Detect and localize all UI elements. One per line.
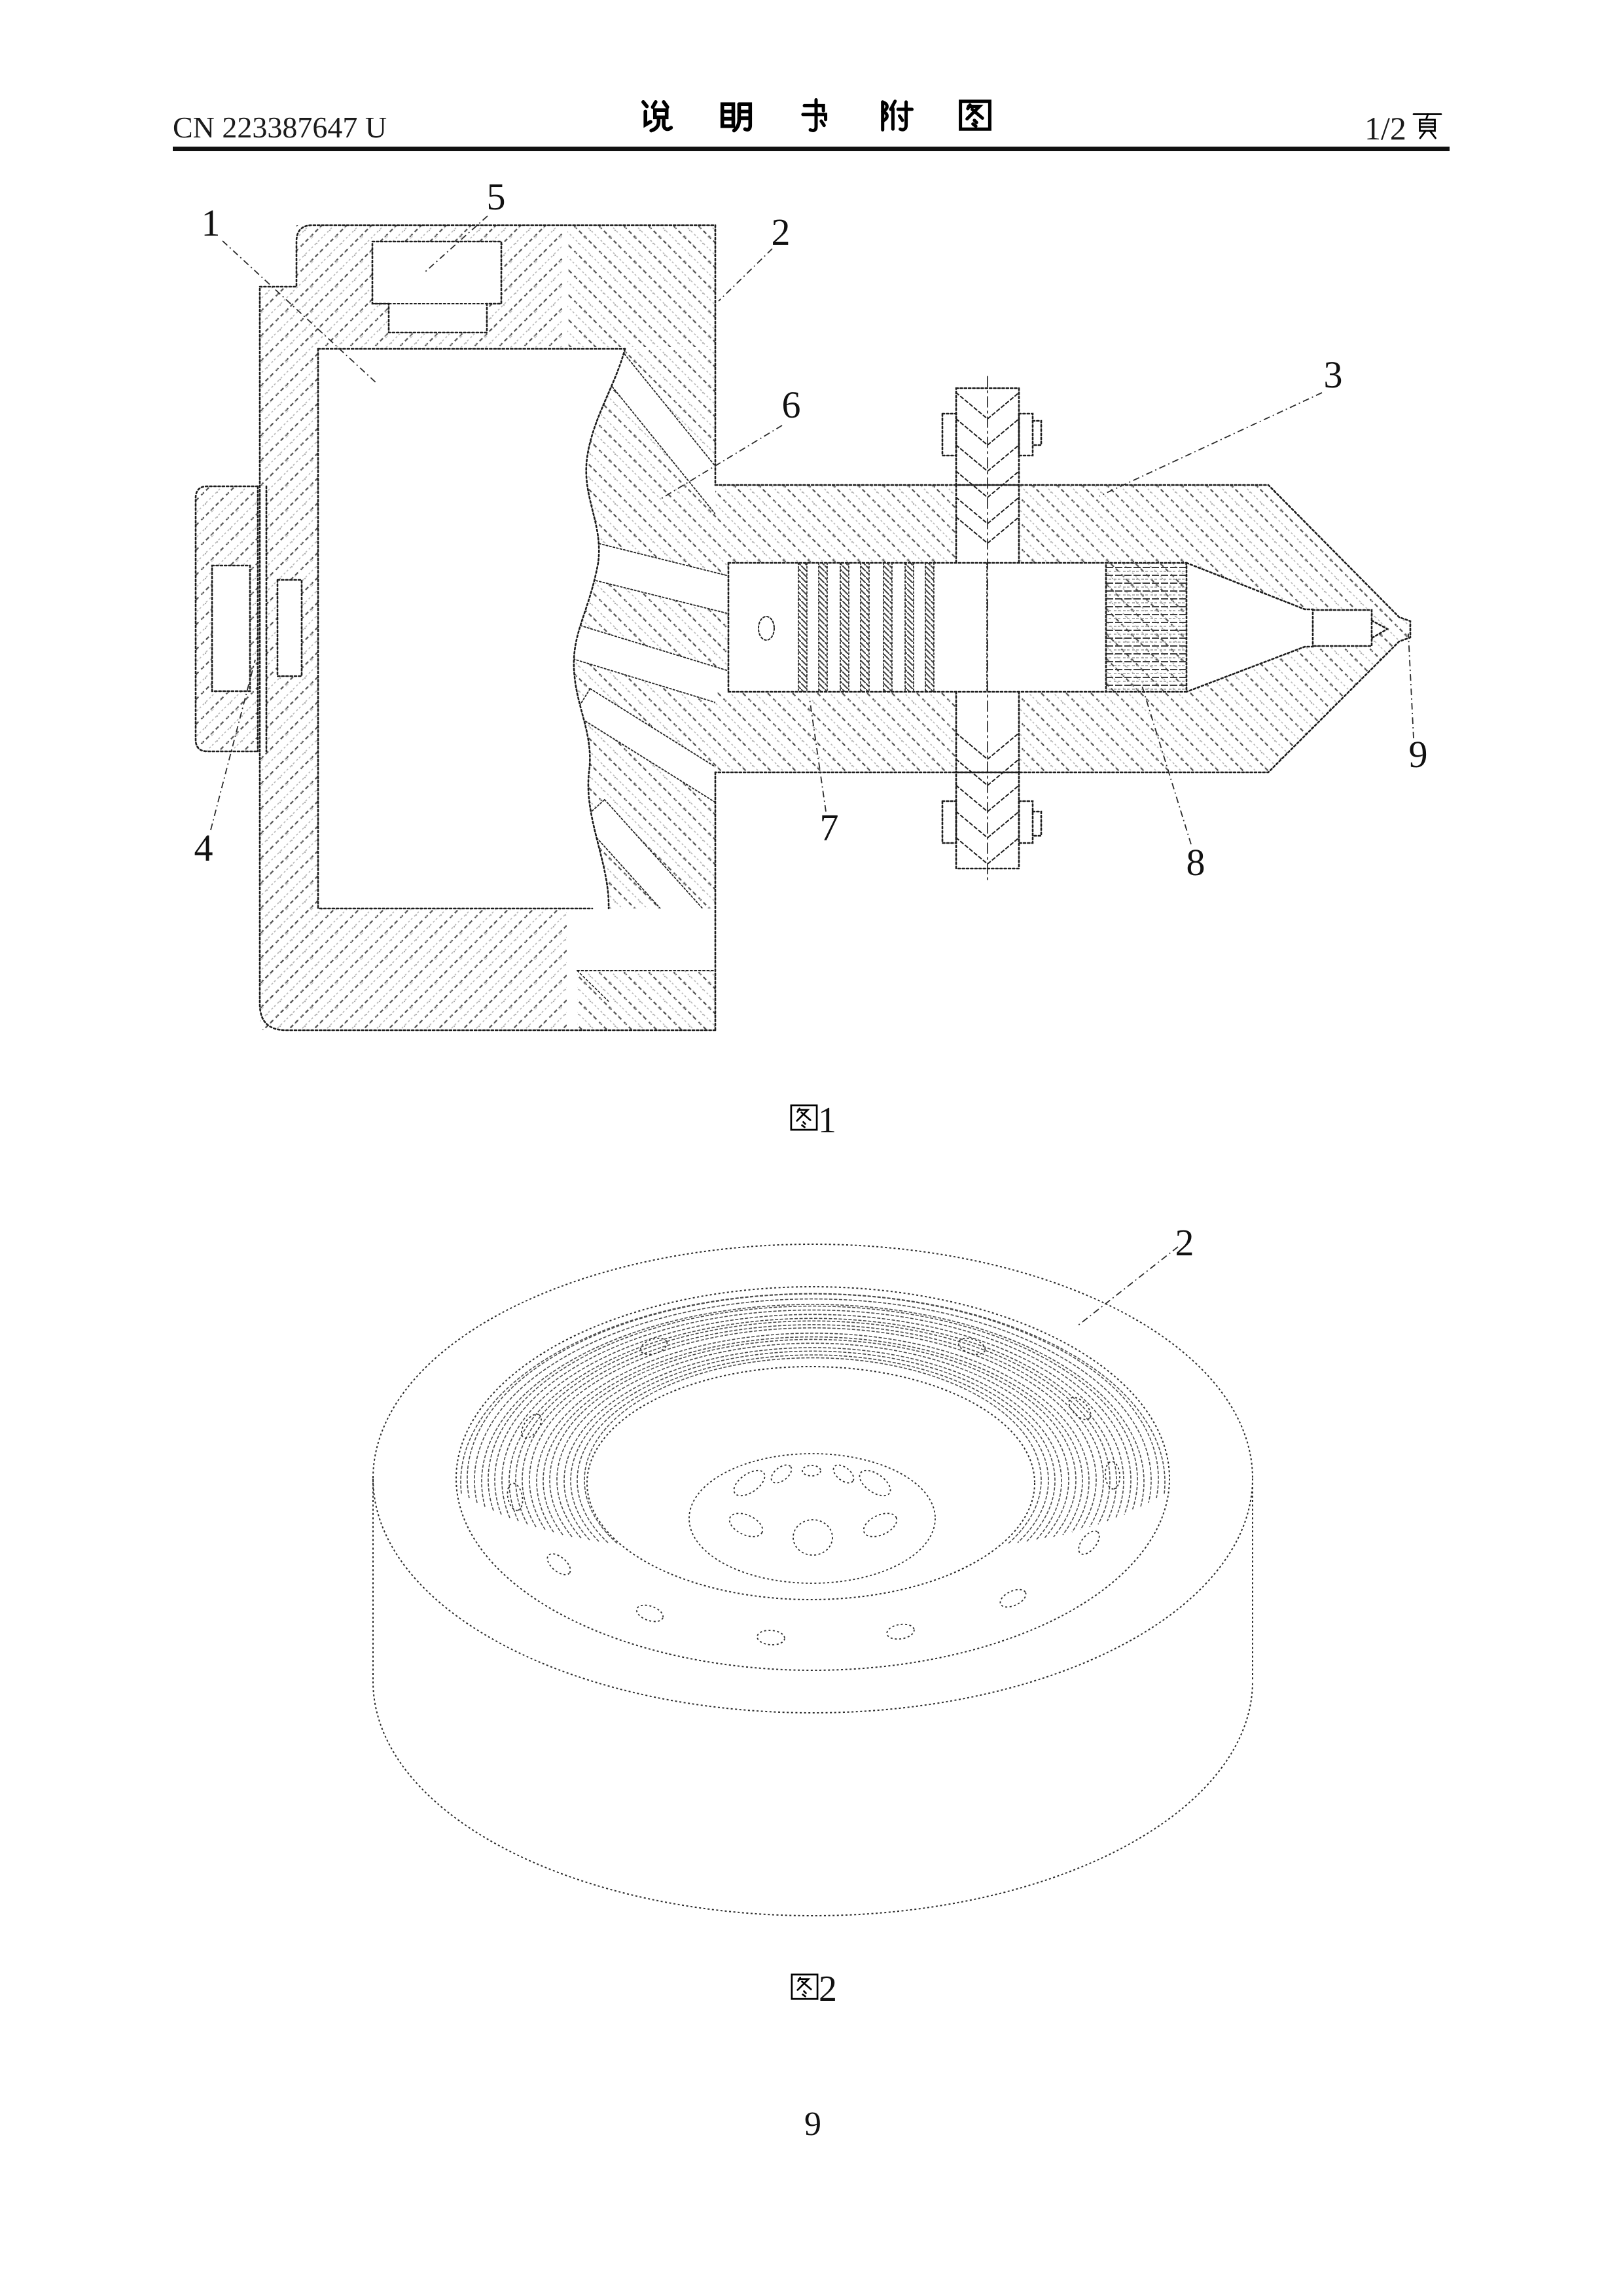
- svg-text:6: 6: [782, 384, 801, 426]
- svg-text:9: 9: [1409, 733, 1428, 776]
- svg-text:8: 8: [1186, 841, 1205, 884]
- svg-text:1: 1: [818, 1100, 836, 1141]
- svg-text:1/2: 1/2: [1364, 110, 1406, 147]
- svg-text:7: 7: [820, 806, 839, 849]
- svg-text:3: 3: [1324, 353, 1343, 396]
- svg-text:2: 2: [819, 1969, 837, 2009]
- svg-text:1: 1: [202, 202, 221, 244]
- svg-text:2: 2: [1175, 1221, 1194, 1264]
- svg-text:CN 223387647 U: CN 223387647 U: [173, 111, 387, 144]
- svg-text:4: 4: [194, 827, 213, 869]
- svg-text:5: 5: [487, 175, 506, 218]
- svg-text:2: 2: [772, 211, 791, 253]
- svg-text:9: 9: [804, 2106, 821, 2143]
